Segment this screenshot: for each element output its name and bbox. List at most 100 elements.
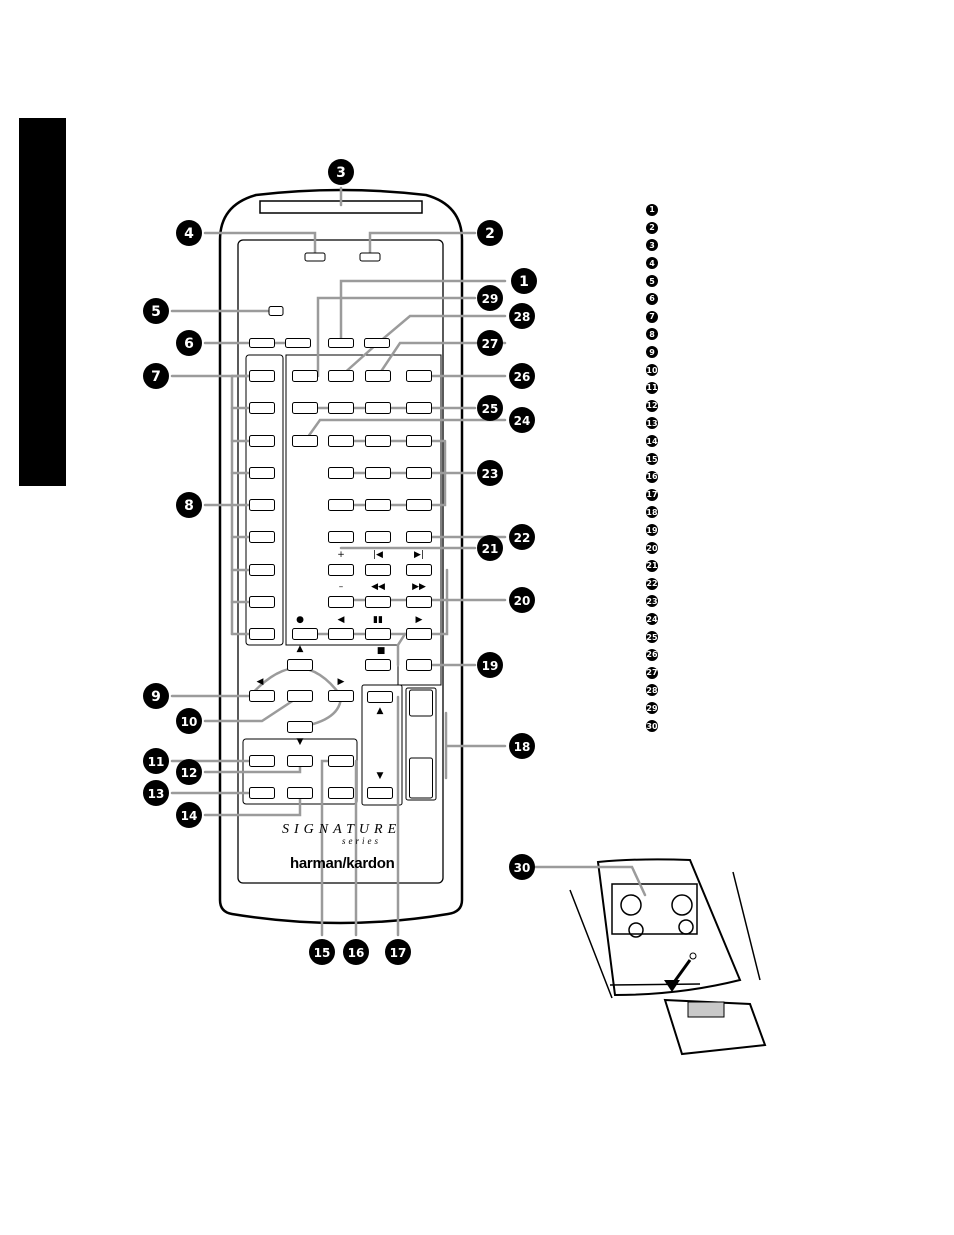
button-symbol: ▲ xyxy=(377,706,384,716)
remote-button[interactable] xyxy=(292,435,318,447)
channel-panel xyxy=(361,684,403,806)
remote-button[interactable] xyxy=(292,628,318,640)
remote-button[interactable] xyxy=(406,659,432,671)
remote-button[interactable] xyxy=(249,338,275,348)
brand-logo-text: harman/kardon xyxy=(290,855,395,872)
remote-button[interactable] xyxy=(365,596,391,608)
callout-marker: 6 xyxy=(176,330,202,356)
device-selector-panel xyxy=(245,354,284,646)
remote-button[interactable] xyxy=(328,596,354,608)
remote-button[interactable] xyxy=(249,596,275,608)
remote-button[interactable] xyxy=(249,787,275,799)
remote-button[interactable] xyxy=(406,435,432,447)
remote-button[interactable] xyxy=(365,564,391,576)
side-tab-bar xyxy=(19,118,66,486)
remote-button[interactable] xyxy=(249,499,275,511)
remote-button[interactable] xyxy=(328,370,354,382)
remote-button[interactable] xyxy=(328,402,354,414)
remote-button[interactable] xyxy=(406,370,432,382)
remote-button[interactable] xyxy=(406,596,432,608)
callout-circle xyxy=(477,535,503,561)
remote-button[interactable] xyxy=(328,787,354,799)
remote-button[interactable] xyxy=(249,531,275,543)
remote-button[interactable] xyxy=(328,467,354,479)
remote-button[interactable] xyxy=(367,691,393,703)
remote-button[interactable] xyxy=(304,252,326,262)
remote-button[interactable] xyxy=(249,628,275,640)
callout-marker: 24 xyxy=(509,407,535,433)
legend-number: 30 xyxy=(646,720,658,732)
remote-button[interactable] xyxy=(365,467,391,479)
callout-marker: 13 xyxy=(143,780,169,806)
remote-button[interactable] xyxy=(328,435,354,447)
legend-number: 22 xyxy=(646,577,658,590)
callout-number: 29 xyxy=(482,292,499,306)
remote-button[interactable] xyxy=(287,787,313,799)
legend-item: 26 xyxy=(646,646,686,664)
remote-button[interactable] xyxy=(328,338,354,348)
callout-circle xyxy=(176,220,202,246)
remote-button[interactable] xyxy=(365,370,391,382)
legend-item: 6 xyxy=(646,290,686,308)
remote-button[interactable] xyxy=(409,689,433,717)
remote-button[interactable] xyxy=(249,564,275,576)
legend-item: 12 xyxy=(646,397,686,415)
remote-button[interactable] xyxy=(328,628,354,640)
remote-button[interactable] xyxy=(328,690,354,702)
remote-button[interactable] xyxy=(287,659,313,671)
callout-circle xyxy=(176,492,202,518)
remote-button[interactable] xyxy=(406,628,432,640)
remote-button[interactable] xyxy=(287,755,313,767)
remote-button[interactable] xyxy=(406,531,432,543)
remote-button[interactable] xyxy=(328,564,354,576)
remote-button[interactable] xyxy=(409,757,433,799)
remote-button[interactable] xyxy=(287,690,313,702)
remote-button[interactable] xyxy=(268,306,284,316)
remote-button[interactable] xyxy=(328,755,354,767)
volume-panel xyxy=(405,687,437,801)
remote-button[interactable] xyxy=(365,435,391,447)
remote-button[interactable] xyxy=(249,402,275,414)
remote-button[interactable] xyxy=(365,402,391,414)
legend-number: 20 xyxy=(646,542,658,555)
remote-button[interactable] xyxy=(285,338,311,348)
remote-button[interactable] xyxy=(328,499,354,511)
leader-lines xyxy=(170,186,647,937)
callout-number: 27 xyxy=(482,337,499,351)
remote-button[interactable] xyxy=(406,564,432,576)
remote-button[interactable] xyxy=(365,659,391,671)
remote-button[interactable] xyxy=(249,370,275,382)
remote-button[interactable] xyxy=(249,690,275,702)
callout-number: 16 xyxy=(348,946,365,960)
button-symbols: +|◀▶|–◀◀▶▶●◀▮▮▶■▲▼◀▶▲▼ xyxy=(257,550,426,781)
legend-number: 18 xyxy=(646,506,658,519)
remote-button[interactable] xyxy=(367,787,393,799)
callout-marker: 26 xyxy=(509,363,535,389)
remote-button[interactable] xyxy=(249,435,275,447)
remote-button[interactable] xyxy=(406,467,432,479)
remote-button[interactable] xyxy=(365,531,391,543)
legend-item: 27 xyxy=(646,664,686,682)
remote-button[interactable] xyxy=(359,252,381,262)
remote-button[interactable] xyxy=(249,467,275,479)
remote-button[interactable] xyxy=(406,499,432,511)
legend-item: 16 xyxy=(646,468,686,486)
remote-button[interactable] xyxy=(406,402,432,414)
remote-button[interactable] xyxy=(292,370,318,382)
remote-button[interactable] xyxy=(328,531,354,543)
remote-button[interactable] xyxy=(249,755,275,767)
button-symbol: |◀ xyxy=(373,550,383,560)
remote-button[interactable] xyxy=(365,499,391,511)
remote-button[interactable] xyxy=(364,338,390,348)
callout-number: 2 xyxy=(485,226,495,242)
callout-circle xyxy=(509,303,535,329)
callout-circle xyxy=(143,363,169,389)
remote-button[interactable] xyxy=(287,721,313,733)
callout-circle xyxy=(477,285,503,311)
callout-circle xyxy=(511,268,537,294)
remote-button[interactable] xyxy=(365,628,391,640)
callout-marker: 12 xyxy=(176,759,202,785)
remote-button[interactable] xyxy=(292,402,318,414)
callout-number: 24 xyxy=(514,414,531,428)
callout-number: 4 xyxy=(184,226,194,242)
